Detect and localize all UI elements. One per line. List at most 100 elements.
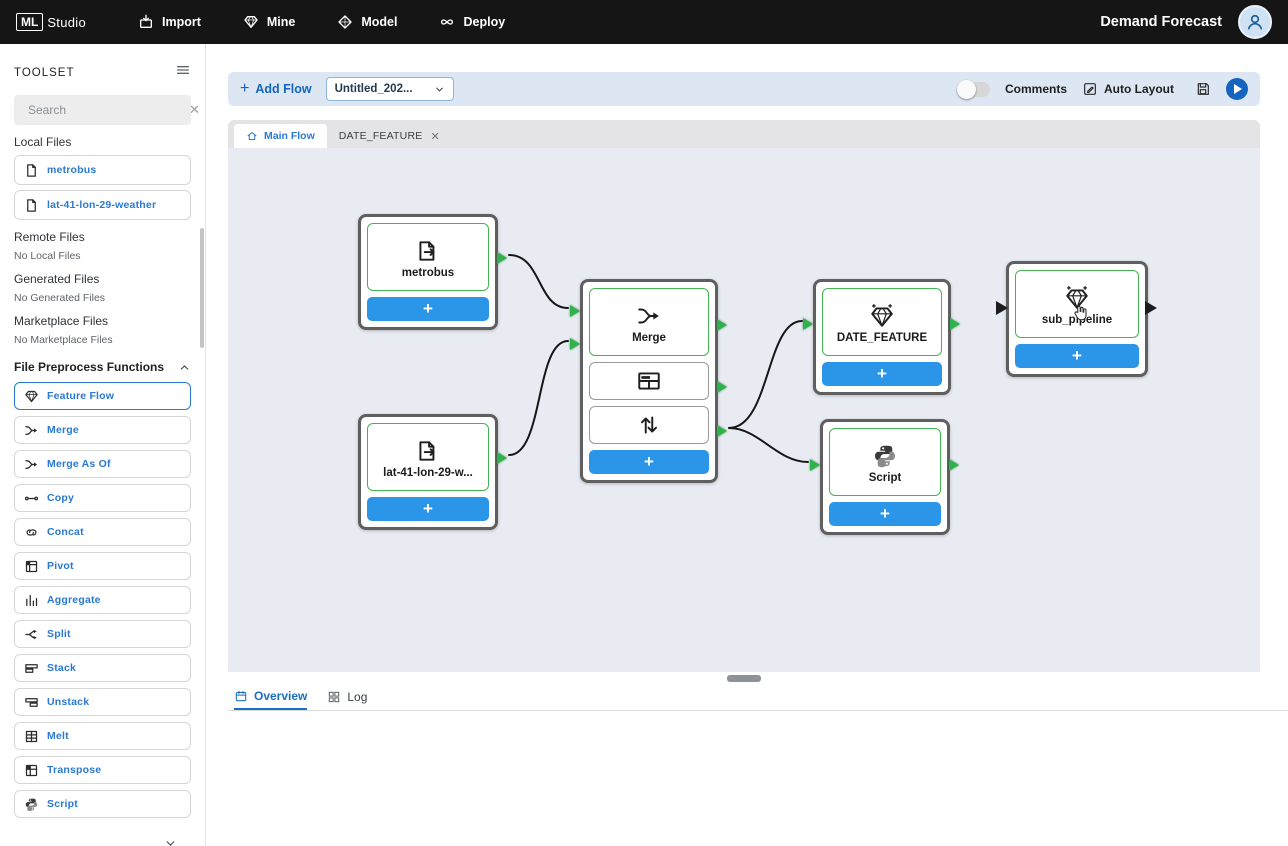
node-main-box[interactable]: DATE_FEATURE (822, 288, 942, 356)
hand-cursor-icon (1071, 304, 1089, 322)
split-icon (25, 629, 37, 639)
node-add-button[interactable]: + (1015, 344, 1139, 368)
tab-date-feature[interactable]: DATE_FEATURE ✕ (338, 130, 440, 143)
aggregate-icon (26, 594, 38, 606)
file-label: metrobus (47, 164, 97, 176)
output-port[interactable] (1145, 301, 1157, 315)
function-item-merge-as-of[interactable]: Merge As Of (14, 450, 191, 478)
node-add-button[interactable]: + (367, 497, 489, 521)
function-item-transpose[interactable]: Transpose (14, 756, 191, 784)
function-item-copy[interactable]: Copy (14, 484, 191, 512)
section-title: File Preprocess Functions (14, 360, 165, 374)
function-item-merge[interactable]: Merge (14, 416, 191, 444)
bottom-panel-content (228, 711, 1260, 846)
output-port[interactable] (949, 459, 959, 471)
node-config-box[interactable] (589, 362, 709, 400)
function-item-melt[interactable]: Melt (14, 722, 191, 750)
calendar-icon (235, 690, 247, 702)
function-item-split[interactable]: Split (14, 620, 191, 648)
nav-item-mine[interactable]: Mine (243, 14, 295, 30)
nav-item-model[interactable]: Model (337, 14, 397, 30)
flow-node-date-feature[interactable]: DATE_FEATURE + (803, 279, 960, 395)
file-item-metrobus[interactable]: metrobus (14, 155, 191, 185)
node-main-box[interactable]: sub_pipeline (1015, 270, 1139, 338)
function-item-script[interactable]: Script (14, 790, 191, 818)
node-main-box[interactable]: Merge (589, 288, 709, 356)
model-icon (338, 15, 353, 29)
flow-canvas[interactable]: metrobus + lat-41-lon-29-w... + (228, 148, 1260, 672)
bottom-panel-tabs: Overview Log (228, 684, 1288, 711)
generated-files-label: Generated Files (14, 272, 100, 286)
search-clear-icon[interactable]: ✕ (189, 102, 200, 117)
flow-node-script[interactable]: Script + (810, 419, 959, 535)
remote-files-empty: No Local Files (14, 250, 81, 262)
flow-node-lat-41-lon-29-weather[interactable]: lat-41-lon-29-w... + (358, 414, 507, 530)
search-input[interactable] (28, 103, 183, 117)
user-avatar[interactable] (1238, 5, 1272, 39)
output-port[interactable] (497, 252, 507, 264)
flow-node-sub-pipeline[interactable]: sub_pipeline + (996, 261, 1157, 377)
tab-log[interactable]: Log (327, 684, 367, 710)
node-add-button[interactable]: + (589, 450, 709, 474)
function-item-feature-flow[interactable]: Feature Flow (14, 382, 191, 410)
infinity-icon (441, 19, 454, 25)
chevron-up-icon[interactable] (178, 361, 191, 374)
file-item-lat-41-lon-29-weather[interactable]: lat-41-lon-29-weather (14, 190, 191, 220)
app-logo: ML Studio (16, 13, 86, 31)
remote-files-label: Remote Files (14, 230, 85, 244)
sidebar-scrollbar[interactable] (200, 228, 204, 348)
top-app-bar: ML Studio Import Mine Model Deploy Deman… (0, 0, 1288, 44)
node-sort-box[interactable] (589, 406, 709, 444)
tab-main-flow[interactable]: Main Flow (234, 124, 327, 148)
input-port[interactable] (996, 301, 1008, 315)
plus-icon: + (240, 80, 250, 97)
python-icon (25, 798, 38, 811)
function-item-aggregate[interactable]: Aggregate (14, 586, 191, 614)
local-files-label: Local Files (14, 135, 72, 149)
node-main-box[interactable]: lat-41-lon-29-w... (367, 423, 489, 491)
output-port[interactable] (950, 318, 960, 330)
output-port[interactable] (717, 381, 727, 393)
function-item-pivot[interactable]: Pivot (14, 552, 191, 580)
python-icon (872, 443, 898, 469)
output-port[interactable] (497, 452, 507, 464)
node-main-box[interactable]: metrobus (367, 223, 489, 291)
function-item-unstack[interactable]: Unstack (14, 688, 191, 716)
toolset-search[interactable]: ✕ (14, 95, 200, 125)
hamburger-icon[interactable] (175, 62, 191, 83)
input-port[interactable] (570, 338, 580, 350)
function-item-concat[interactable]: Concat (14, 518, 191, 546)
node-add-button[interactable]: + (829, 502, 941, 526)
main-nav: Import Mine Model Deploy (138, 14, 505, 30)
add-flow-button[interactable]: + Add Flow (240, 80, 312, 97)
sidebar-section-partial[interactable] (28, 828, 177, 846)
input-port[interactable] (803, 318, 813, 330)
function-item-stack[interactable]: Stack (14, 654, 191, 682)
logo-studio-text: Studio (47, 14, 86, 30)
node-add-button[interactable]: + (367, 297, 489, 321)
close-icon[interactable]: ✕ (430, 130, 440, 143)
flow-node-metrobus[interactable]: metrobus + (358, 214, 507, 330)
file-icon (27, 163, 36, 177)
input-port[interactable] (570, 305, 580, 317)
table-icon (636, 368, 662, 394)
tab-overview[interactable]: Overview (234, 684, 308, 710)
input-port[interactable] (810, 459, 820, 471)
output-port[interactable] (717, 319, 727, 331)
node-add-button[interactable]: + (822, 362, 942, 386)
auto-layout-button[interactable]: Auto Layout (1082, 81, 1174, 97)
run-button[interactable] (1226, 78, 1248, 100)
chevron-down-icon[interactable] (164, 837, 177, 846)
output-port[interactable] (717, 425, 727, 437)
flow-name-select[interactable]: Untitled_202... (325, 77, 454, 101)
file-export-icon (415, 438, 441, 464)
panel-drag-handle[interactable] (727, 674, 761, 682)
nav-item-import[interactable]: Import (138, 14, 201, 30)
comments-toggle[interactable] (956, 79, 990, 99)
flow-node-merge[interactable]: Merge + (570, 279, 727, 483)
file-preprocess-section-header[interactable]: File Preprocess Functions (14, 360, 191, 374)
merge-icon (25, 459, 38, 469)
save-button[interactable] (1195, 81, 1211, 97)
nav-item-deploy[interactable]: Deploy (439, 14, 505, 30)
node-main-box[interactable]: Script (829, 428, 941, 496)
